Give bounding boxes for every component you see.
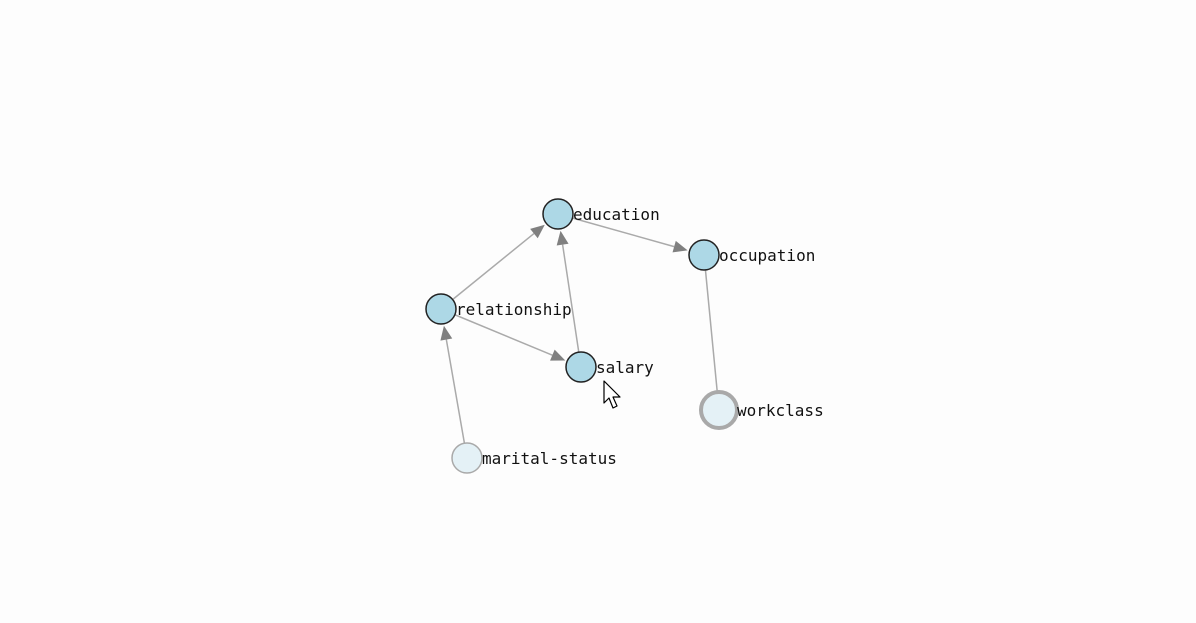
node-circle[interactable] [451, 442, 483, 474]
node-label: education [573, 205, 660, 224]
node-circle[interactable] [565, 351, 597, 383]
edge-education-to-occupation [557, 213, 688, 253]
edge-line [703, 254, 719, 393]
arrowhead-icon [672, 240, 688, 253]
arrowhead-icon [530, 224, 545, 239]
edge-line [445, 339, 468, 459]
node-circle[interactable] [425, 293, 457, 325]
node-label: marital-status [482, 449, 617, 468]
edge-line [561, 244, 582, 368]
nodes-layer: education occupation relationship salary wor… [425, 198, 824, 474]
node-education[interactable]: education [542, 198, 660, 230]
edge-salary-to-education [556, 230, 582, 368]
mouse-pointer-icon [603, 380, 621, 409]
edge-marital-status-to-relationship [440, 325, 468, 459]
arrowhead-icon [550, 349, 566, 361]
edge-relationship-to-salary [440, 308, 566, 361]
edge-line [440, 308, 553, 356]
node-circle[interactable] [699, 390, 739, 430]
arrowhead-icon [556, 230, 569, 246]
node-circle[interactable] [688, 239, 720, 271]
node-label: salary [596, 358, 654, 377]
node-relationship[interactable]: relationship [425, 293, 572, 325]
node-occupation[interactable]: occupation [688, 239, 815, 271]
arrowhead-icon [440, 325, 453, 341]
node-marital-status[interactable]: marital-status [451, 442, 617, 474]
edge-occupation-to-workclass [703, 254, 724, 407]
node-circle[interactable] [542, 198, 574, 230]
node-label: occupation [719, 246, 815, 265]
edge-relationship-to-education [440, 224, 545, 310]
edge-line [440, 232, 535, 310]
node-salary[interactable]: salary [565, 351, 654, 383]
node-label: workclass [737, 401, 824, 420]
edge-line [557, 213, 675, 248]
node-label: relationship [456, 300, 572, 319]
node-workclass[interactable]: workclass [699, 390, 824, 430]
edges-layer [440, 213, 724, 459]
